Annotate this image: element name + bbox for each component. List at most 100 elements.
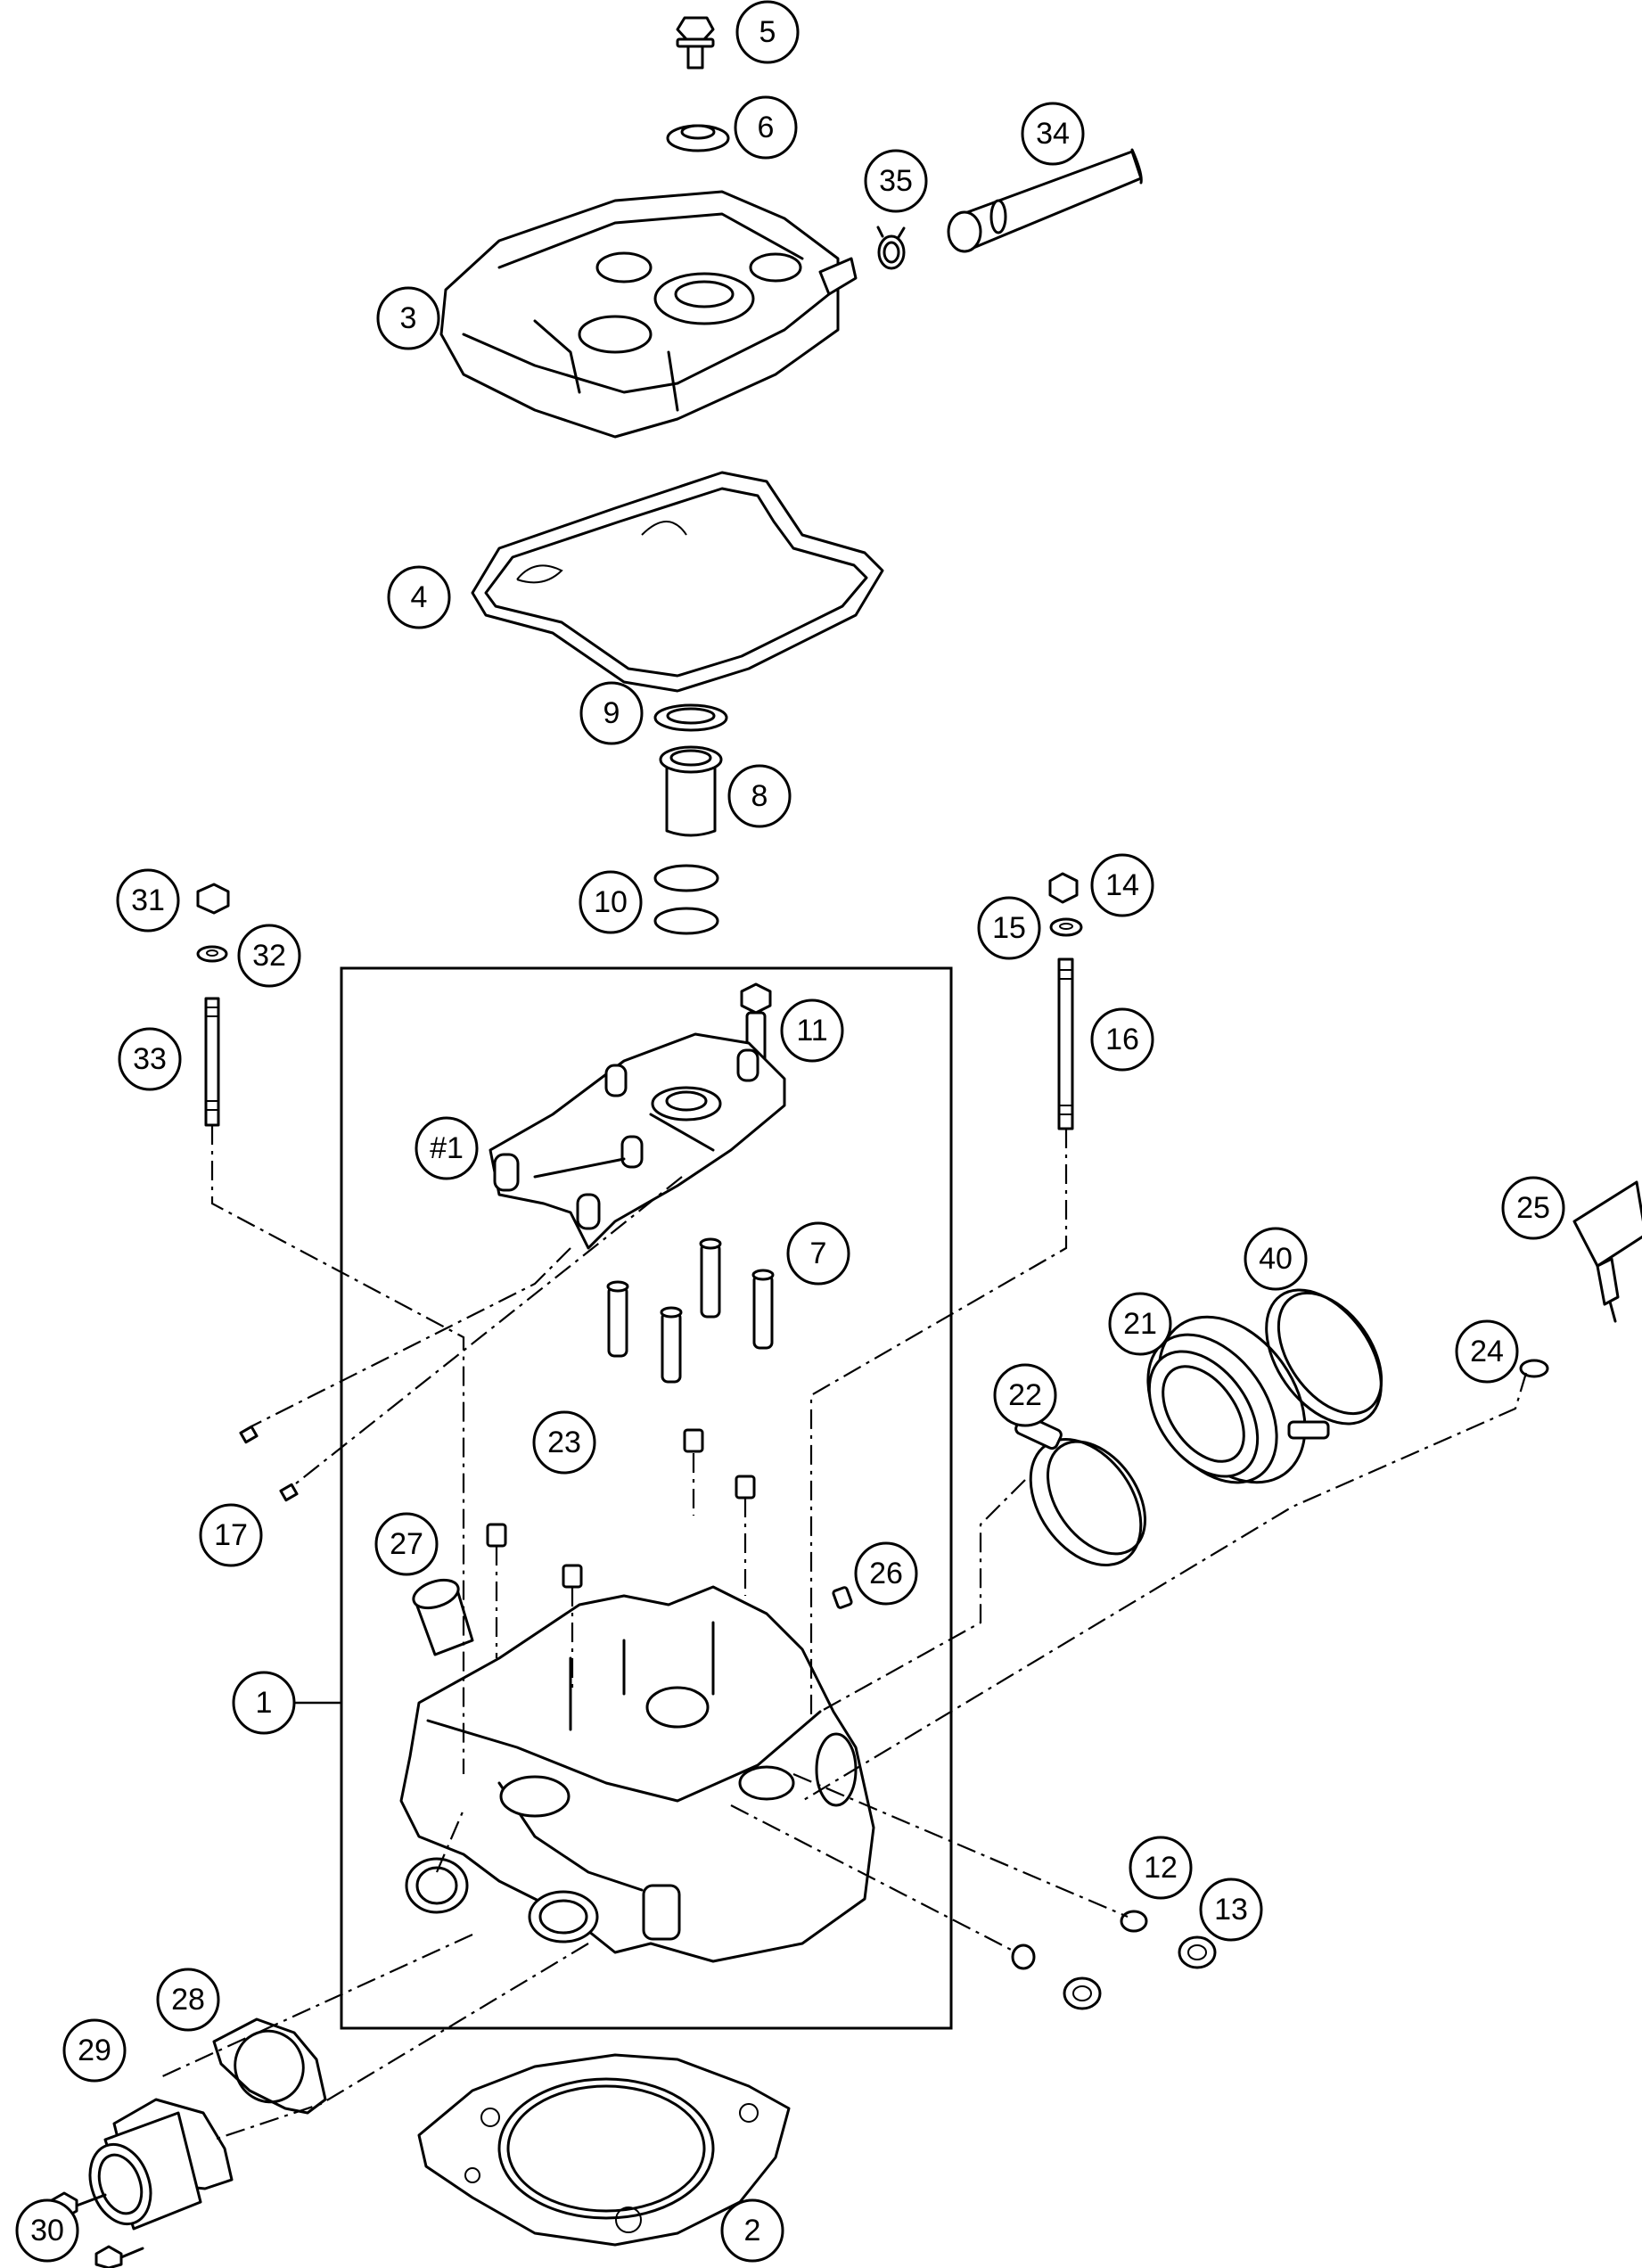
nut-part-14 — [1048, 872, 1079, 904]
plugs-part-17 — [239, 1425, 299, 1502]
svg-text:30: 30 — [30, 2214, 64, 2247]
callout-34: 34 — [1021, 102, 1085, 166]
svg-text:29: 29 — [78, 2034, 111, 2067]
callout-12: 12 — [1129, 1836, 1193, 1900]
svg-text:10: 10 — [594, 885, 628, 919]
plug-part-13 — [1178, 1935, 1217, 1969]
spark-plug-tube-part-8 — [659, 745, 723, 837]
callout-24: 24 — [1455, 1319, 1519, 1384]
svg-text:3: 3 — [400, 301, 417, 335]
o-ring-lower — [1011, 1943, 1036, 1970]
head-gasket-part-2 — [417, 2053, 791, 2247]
callout-10: 10 — [579, 870, 643, 934]
callout-25: 25 — [1501, 1176, 1565, 1240]
callout-17: 17 — [199, 1503, 263, 1567]
svg-text:33: 33 — [133, 1042, 167, 1076]
callout-21: 21 — [1108, 1292, 1172, 1356]
callout-29: 29 — [62, 2018, 127, 2083]
grommet-part-6 — [666, 124, 730, 152]
callout-11: 11 — [780, 998, 844, 1063]
clamp-part-40 — [1265, 1288, 1383, 1440]
callout-31: 31 — [116, 868, 180, 933]
callout-30: 30 — [15, 2198, 79, 2263]
svg-text:28: 28 — [171, 1983, 205, 2017]
flange-gasket-part-28 — [212, 2017, 327, 2115]
svg-text:7: 7 — [810, 1237, 827, 1270]
callout-23: 23 — [532, 1410, 596, 1475]
dowels-part-23 — [486, 1428, 756, 1589]
callout-27: 27 — [374, 1512, 439, 1576]
temperature-sensor-part-25 — [1572, 1180, 1642, 1323]
callout-22: 22 — [993, 1363, 1057, 1427]
svg-text:9: 9 — [603, 696, 620, 730]
hose-clamp-part-22 — [1014, 1413, 1147, 1567]
nut-part-31 — [196, 883, 230, 915]
svg-text:4: 4 — [411, 580, 428, 614]
callout-9: 9 — [579, 681, 644, 745]
plug-part-26 — [832, 1586, 853, 1609]
plug-lower — [1063, 1976, 1102, 2010]
cover-gasket-part-4 — [471, 471, 884, 693]
svg-text:21: 21 — [1123, 1307, 1157, 1341]
svg-text:23: 23 — [547, 1426, 581, 1459]
svg-text:14: 14 — [1105, 868, 1139, 902]
leader-lines — [160, 1125, 1528, 2141]
hose-part-34 — [947, 148, 1143, 253]
svg-text:#1: #1 — [430, 1131, 464, 1165]
o-rings-part-10 — [653, 864, 719, 935]
svg-text:12: 12 — [1144, 1851, 1178, 1885]
callout-33: 33 — [118, 1027, 182, 1091]
valve-cover-part-3 — [439, 190, 858, 439]
callout-hash1: #1 — [415, 1116, 479, 1180]
callout-13: 13 — [1199, 1878, 1263, 1942]
callout-8: 8 — [727, 764, 792, 828]
callout-35: 35 — [864, 149, 928, 213]
callout-5: 5 — [735, 0, 800, 64]
callout-7: 7 — [786, 1221, 850, 1286]
washer-part-32 — [196, 945, 228, 963]
svg-text:32: 32 — [252, 939, 286, 973]
callout-1: 1 — [232, 1671, 296, 1735]
bolt-part-5 — [676, 16, 715, 70]
callout-3: 3 — [376, 286, 440, 350]
svg-text:25: 25 — [1516, 1191, 1550, 1225]
callout-4: 4 — [387, 565, 451, 629]
exhaust-flange-part-29 — [88, 2098, 234, 2231]
assembly-frame — [340, 966, 953, 2030]
seal-ring-part-9 — [653, 703, 728, 732]
svg-text:11: 11 — [796, 1014, 827, 1048]
svg-text:34: 34 — [1036, 117, 1070, 151]
hose-clip-part-35 — [876, 226, 906, 270]
callout-26: 26 — [854, 1541, 918, 1606]
svg-text:13: 13 — [1214, 1893, 1248, 1927]
callout-2: 2 — [720, 2198, 784, 2263]
svg-text:8: 8 — [751, 779, 768, 813]
svg-text:6: 6 — [758, 111, 775, 144]
svg-text:26: 26 — [869, 1557, 903, 1590]
svg-text:5: 5 — [759, 15, 776, 49]
svg-text:22: 22 — [1008, 1378, 1042, 1412]
callout-6: 6 — [734, 95, 798, 160]
washer-part-15 — [1049, 917, 1083, 937]
callout-16: 16 — [1090, 1007, 1154, 1072]
svg-text:31: 31 — [131, 883, 165, 917]
callout-28: 28 — [156, 1968, 220, 2032]
stud-part-33 — [204, 997, 220, 1127]
camshaft-bridge-part-hash1 — [488, 1032, 786, 1250]
callout-15: 15 — [977, 896, 1041, 960]
svg-text:24: 24 — [1470, 1335, 1504, 1368]
callout-14: 14 — [1090, 853, 1154, 917]
stud-part-16 — [1057, 957, 1074, 1130]
callout-40: 40 — [1244, 1227, 1308, 1291]
o-ring-part-24 — [1519, 1359, 1549, 1378]
intake-rubber-part-21 — [1146, 1315, 1307, 1484]
svg-text:1: 1 — [256, 1686, 273, 1720]
o-ring-part-12 — [1120, 1910, 1148, 1933]
svg-text:40: 40 — [1259, 1242, 1293, 1276]
svg-text:27: 27 — [390, 1527, 423, 1561]
svg-text:15: 15 — [992, 911, 1026, 945]
svg-text:35: 35 — [879, 164, 913, 198]
cylinder-head-part-1 — [399, 1585, 875, 1963]
svg-text:2: 2 — [744, 2214, 761, 2247]
